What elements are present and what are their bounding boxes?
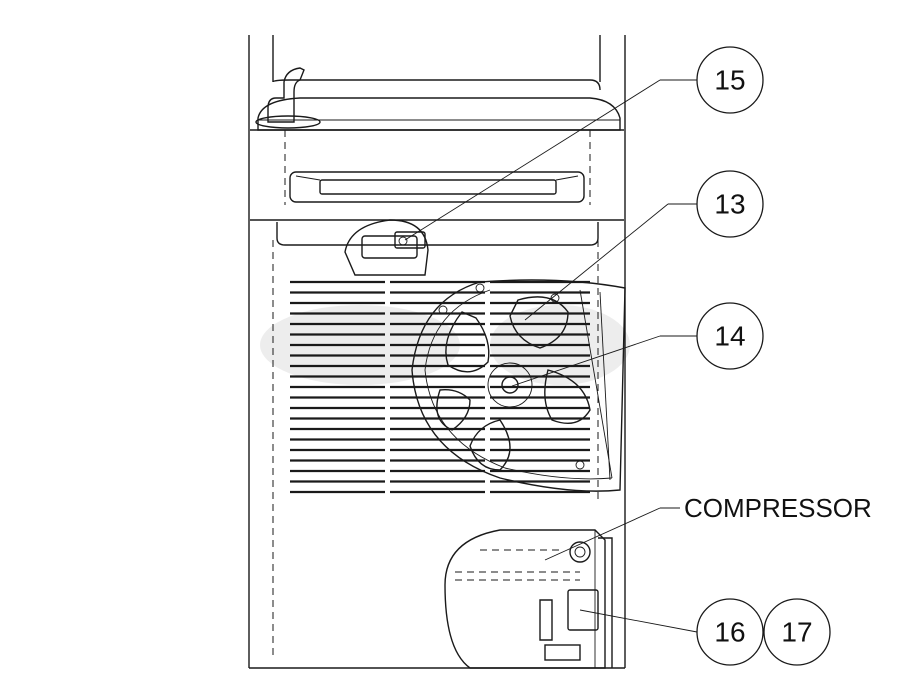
front-slot xyxy=(289,171,585,203)
callout-13: 13 xyxy=(696,170,764,238)
callout-15-label: 15 xyxy=(714,65,745,96)
callout-13-label: 13 xyxy=(714,189,745,220)
callout-17: 17 xyxy=(763,598,831,666)
callout-14-label: 14 xyxy=(714,321,745,352)
callout-14: 14 xyxy=(696,302,764,370)
callout-15: 15 xyxy=(696,46,764,114)
bubbler-spout xyxy=(255,67,321,129)
regulator-valve xyxy=(344,219,429,276)
basin-deck xyxy=(250,97,624,246)
compressor-label: COMPRESSOR xyxy=(684,493,872,523)
cabinet-body xyxy=(248,35,626,669)
fan-assembly xyxy=(411,279,626,492)
leader-lines xyxy=(404,79,698,633)
callout-17-label: 17 xyxy=(781,617,812,648)
compressor xyxy=(444,529,613,669)
callout-16-label: 16 xyxy=(714,617,745,648)
callout-16: 16 xyxy=(696,598,764,666)
